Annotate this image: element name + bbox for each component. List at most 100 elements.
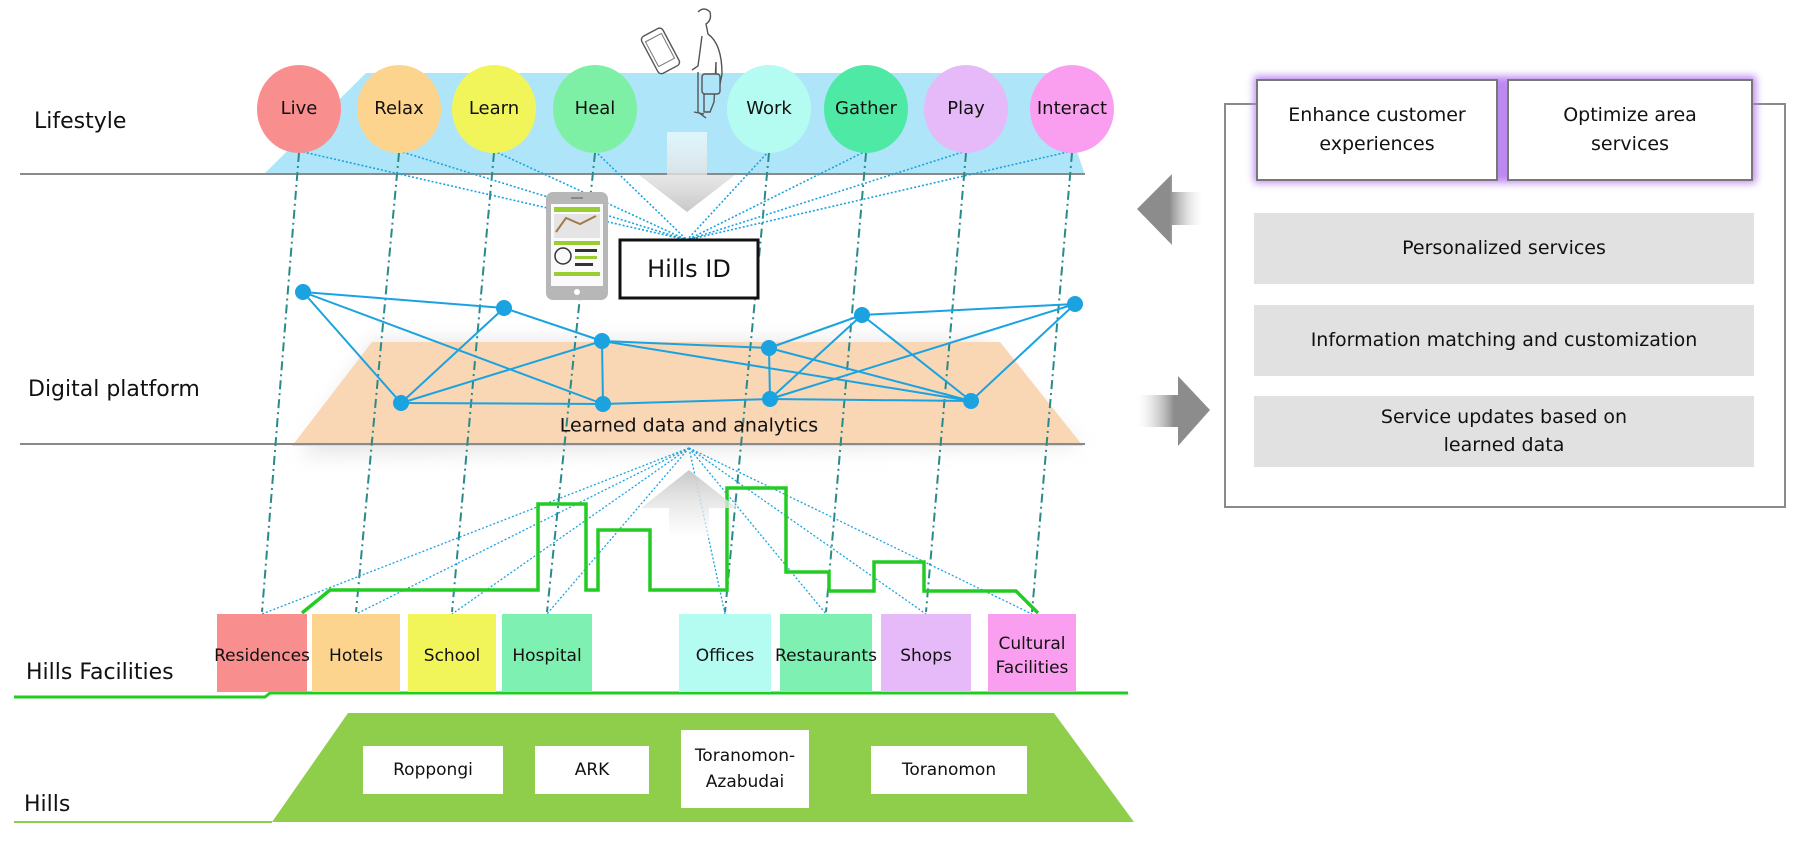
facility-label-line: Cultural — [999, 634, 1066, 654]
goal-label-line: services — [1591, 133, 1669, 155]
lifestyle-label: Heal — [575, 98, 616, 119]
lifestyle-circle — [452, 65, 536, 153]
goal-label-line: Optimize area — [1563, 104, 1697, 126]
hills-site-box — [535, 746, 649, 794]
lifestyle-circle — [553, 65, 637, 153]
goal-0: Enhance customer experiences — [1256, 79, 1498, 181]
service-2: Service updates based on learned data — [1254, 396, 1754, 467]
facility-box — [988, 614, 1076, 692]
layer-label-facilities: Hills Facilities — [26, 660, 174, 685]
network-edge — [400, 402, 604, 405]
network-edge — [769, 314, 863, 400]
service-label-line: Service updates based on — [1381, 406, 1627, 428]
arrow-up-icon — [641, 470, 737, 538]
service-label-line: learned data — [1444, 434, 1565, 456]
vertical-connector — [355, 152, 400, 613]
right-panel: Enhance customer experiences Optimize area… — [1224, 76, 1786, 508]
arrow-left-icon — [1137, 174, 1202, 245]
facility-box — [408, 614, 496, 692]
hills-id-box: Hills ID — [618, 238, 760, 300]
lifestyle-circle — [357, 65, 441, 153]
platform-label: Learned data and analytics — [560, 415, 818, 437]
platform-band — [292, 342, 1083, 446]
mobile-app-icon — [546, 192, 608, 300]
lifestyle-label: Work — [746, 98, 792, 119]
lifestyle-label: Play — [947, 98, 985, 119]
network-edge — [503, 307, 603, 342]
network-edge — [861, 303, 1076, 316]
hills-site-label-line: Toranomon — [901, 760, 996, 780]
network-edge — [400, 340, 603, 404]
goal-box — [1507, 79, 1753, 181]
hills-site-box — [871, 746, 1027, 794]
flow-arrows — [639, 132, 1210, 538]
service-1: Information matching and customization — [1254, 305, 1754, 376]
lifestyle-ray — [594, 150, 688, 241]
lifestyle-ray — [686, 150, 1073, 241]
lifestyle-ray — [686, 150, 967, 241]
goal-label-line: Enhance customer — [1288, 104, 1466, 126]
network-edge — [302, 291, 604, 405]
lifestyle-label: Live — [281, 98, 318, 119]
service-box — [1254, 305, 1754, 376]
person-with-bag-icon — [691, 8, 723, 119]
network-edge — [970, 303, 1076, 402]
lifestyle-item-live: Live — [257, 65, 341, 153]
facility-shops: Shops — [881, 614, 971, 692]
lifestyle-item-heal: Heal — [553, 65, 637, 153]
network-edge — [769, 303, 1076, 400]
hills-id-frame — [618, 238, 760, 300]
facility-ray — [688, 447, 1033, 615]
network-edge — [769, 398, 972, 402]
network-edge — [601, 340, 770, 349]
facility-label-line: Shops — [900, 646, 952, 666]
lifestyle-item-gather: Gather — [824, 65, 908, 153]
vertical-connector — [1031, 152, 1073, 613]
lifestyle-label: Relax — [374, 98, 424, 119]
facility-school: School — [408, 614, 496, 692]
lifestyle-circle — [257, 65, 341, 153]
facility-label-line: Hospital — [512, 646, 581, 666]
facility-restaurants: Restaurants — [775, 614, 877, 692]
facility-ray — [688, 447, 927, 615]
goal-label-line: experiences — [1319, 133, 1434, 155]
service-label-line: Personalized services — [1402, 237, 1606, 259]
network-node — [963, 393, 979, 409]
facility-hospital: Hospital — [502, 614, 592, 692]
city-skyline-outline — [300, 486, 1040, 615]
hills-site-label-line: Azabudai — [706, 772, 784, 792]
layer-label-hills: Hills — [24, 792, 70, 817]
service-0: Personalized services — [1254, 213, 1754, 284]
layer-label-lifestyle: Lifestyle — [34, 109, 126, 134]
facility-hotels: Hotels — [312, 614, 400, 692]
hills-site-label-line: Roppongi — [393, 760, 473, 780]
facility-label-line: Residences — [214, 646, 310, 666]
lifestyle-ray — [493, 150, 688, 241]
network-edge — [602, 398, 771, 405]
facility-label-line: Offices — [696, 646, 755, 666]
facility-label-line: School — [424, 646, 480, 666]
vertical-connector — [261, 152, 300, 613]
hills-site-box — [681, 730, 809, 808]
network-node — [594, 333, 610, 349]
layer-label-digital: Digital platform — [28, 377, 200, 402]
lifestyle-ray — [686, 150, 770, 241]
network-node — [393, 395, 409, 411]
lifestyle-circle — [924, 65, 1008, 153]
lifestyle-item-interact: Interact — [1030, 65, 1114, 153]
service-box — [1254, 396, 1754, 467]
goal-box — [1256, 79, 1498, 181]
network-edge — [768, 347, 771, 400]
network-node — [295, 284, 311, 300]
network-edge — [768, 314, 863, 349]
network-node — [496, 300, 512, 316]
goal-1: Optimize area services — [1507, 79, 1753, 181]
hills-id-label: Hills ID — [647, 255, 731, 283]
facility-offices: Offices — [679, 614, 771, 692]
